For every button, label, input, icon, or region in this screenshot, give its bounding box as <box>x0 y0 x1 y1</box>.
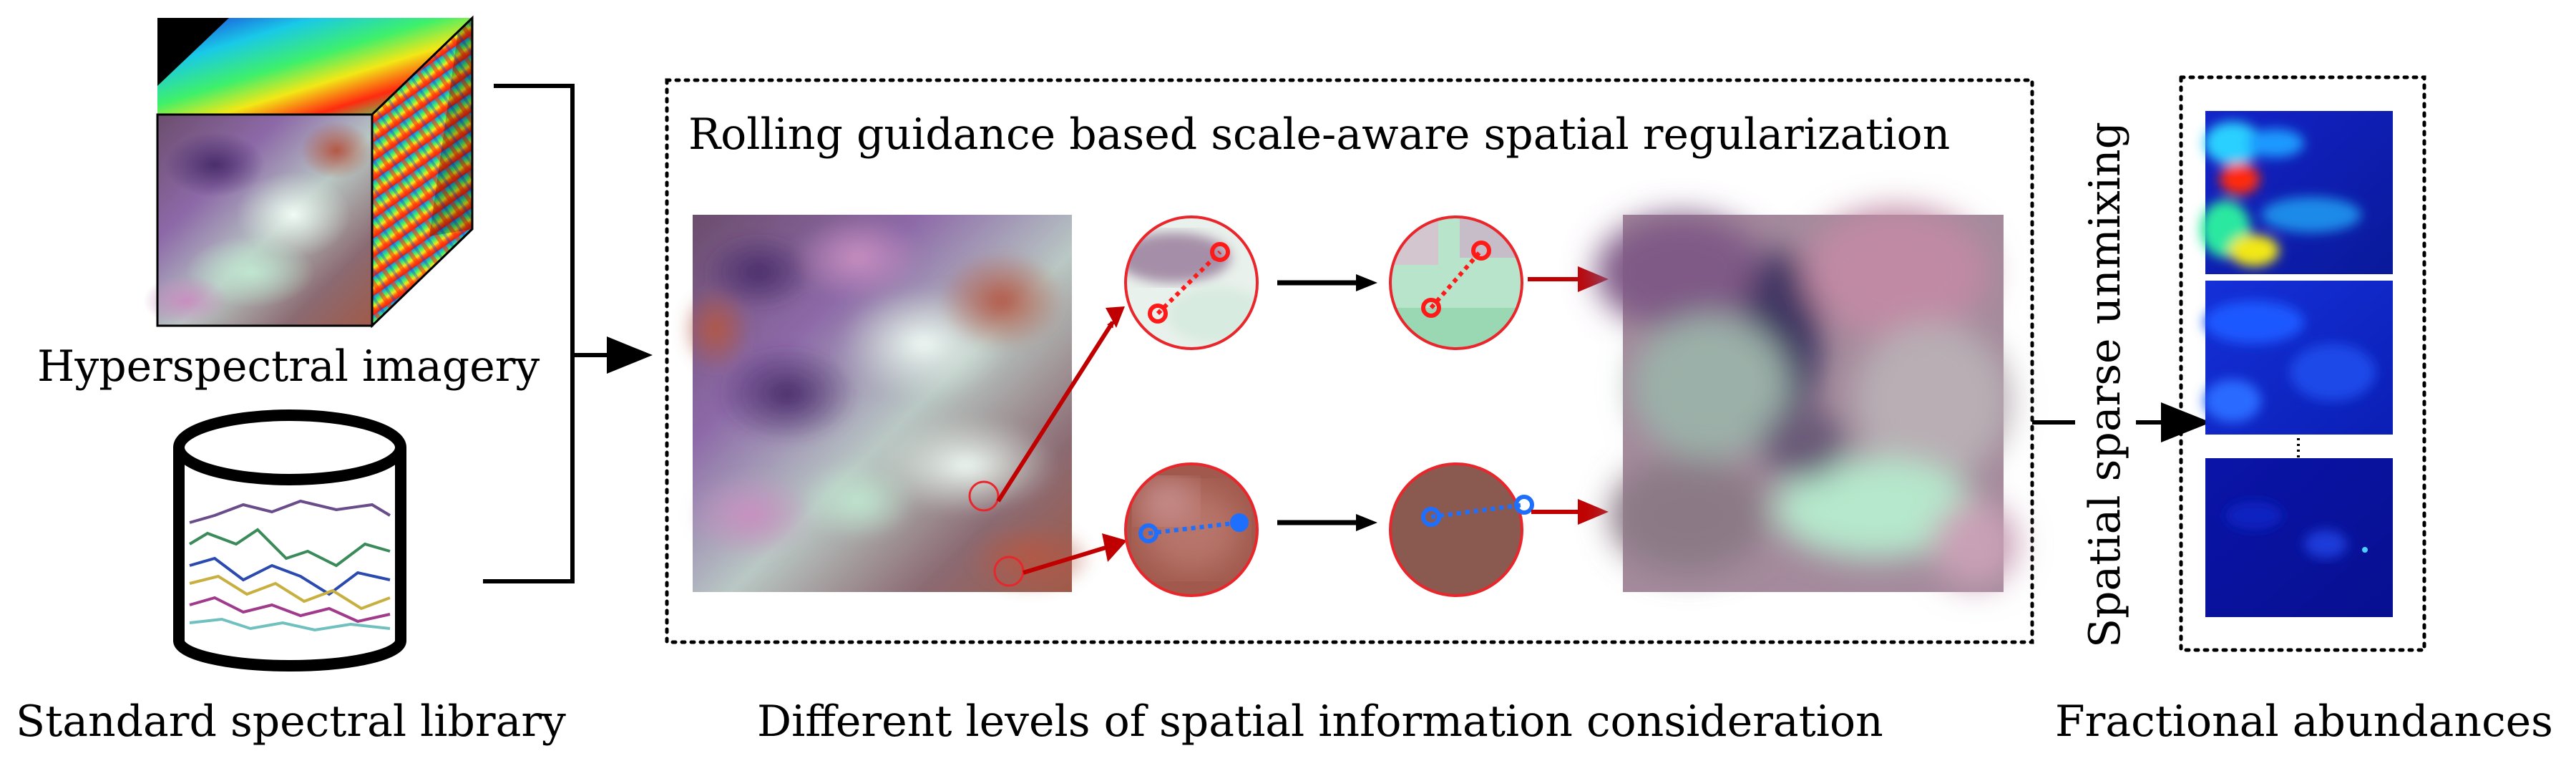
spatial-sparse-unmixing-label: Spatial sparse unmixing <box>2080 121 2130 648</box>
local-patch-circle-top-right <box>1389 215 1523 350</box>
abundances-box <box>2179 75 2426 652</box>
local-patch-circle-bottom-left <box>1124 462 1259 597</box>
abundance-map-3 <box>2205 458 2393 617</box>
smoothed-scene-image <box>1596 208 2018 592</box>
abundance-map-2 <box>2204 281 2393 435</box>
local-patch-circle-bottom-right <box>1389 462 1534 597</box>
spectral-library-label: Standard spectral library <box>16 697 566 747</box>
input-scene-image <box>680 215 1095 594</box>
scale-arrow-bottom <box>1277 514 1377 531</box>
hyperspectral-label: Hyperspectral imagery <box>37 341 540 392</box>
rolling-guidance-title: Rolling guidance based scale-aware spati… <box>688 110 1951 160</box>
input-bracket <box>483 84 653 583</box>
fractional-abundances-label: Fractional abundances <box>2055 697 2553 747</box>
local-patch-circle-top-left <box>1124 215 1259 350</box>
hyperspectral-cube-icon <box>143 15 474 329</box>
regularization-box <box>665 78 2034 644</box>
spectral-library-cylinder-icon <box>173 409 406 672</box>
unmixing-connector <box>2032 402 2211 442</box>
abundance-map-1 <box>2200 111 2393 274</box>
scale-arrow-top <box>1277 274 1377 291</box>
spatial-levels-label: Different levels of spatial information … <box>757 697 1883 747</box>
